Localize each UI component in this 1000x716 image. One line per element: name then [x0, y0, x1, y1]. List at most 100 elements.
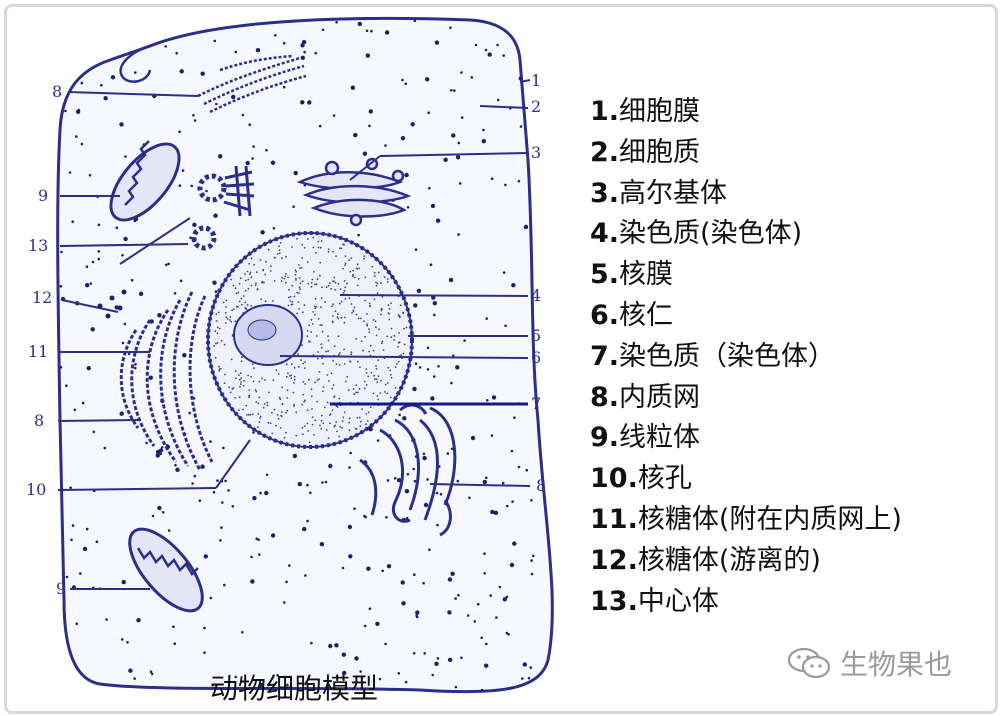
chromatin-dot — [331, 305, 333, 308]
chromatin-dot — [382, 349, 385, 351]
cytoplasm-dot — [159, 452, 162, 456]
chromatin-dot — [287, 304, 290, 307]
cytoplasm-dot — [179, 279, 183, 283]
chromatin-dot — [320, 343, 323, 345]
cytoplasm-dot — [219, 539, 222, 542]
cytoplasm-dot — [128, 668, 133, 673]
chromatin-dot — [290, 377, 293, 380]
chromatin-dot — [358, 416, 361, 419]
cytoplasm-dot — [90, 327, 95, 332]
cytoplasm-dot — [418, 366, 422, 369]
legend-item-10: 10.核孔 — [590, 463, 692, 495]
chromatin-dot — [366, 313, 368, 315]
chromatin-dot — [293, 378, 296, 381]
cytoplasm-dot — [309, 491, 312, 495]
cytoplasm-dot — [454, 685, 458, 689]
chromatin-dot — [340, 316, 343, 319]
cytoplasm-dot — [423, 502, 429, 508]
chromatin-dot — [376, 395, 379, 397]
cytoplasm-dot — [434, 40, 440, 45]
cytoplasm-dot — [447, 657, 453, 662]
cytoplasm-dot — [65, 575, 69, 579]
cytoplasm-dot — [450, 89, 453, 92]
cytoplasm-dot — [134, 363, 137, 366]
cytoplasm-dot — [165, 444, 169, 447]
chromatin-dot — [373, 298, 376, 301]
cytoplasm-dot — [542, 314, 546, 318]
chromatin-dot — [322, 386, 325, 388]
cytoplasm-dot — [396, 478, 402, 483]
chromatin-dot — [377, 271, 380, 274]
cytoplasm-dot — [430, 203, 436, 209]
chromatin-dot — [372, 319, 375, 321]
cytoplasm-dot — [353, 507, 356, 511]
cytoplasm-dot — [513, 416, 516, 420]
legend-item-7: 7.染色质（染色体） — [590, 340, 836, 372]
chromatin-dot — [293, 405, 295, 408]
chromatin-dot — [338, 352, 341, 355]
cytoplasm-dot — [530, 499, 533, 502]
callout-13: 13 — [28, 236, 48, 255]
chromatin-dot — [248, 263, 251, 265]
cytoplasm-dot — [354, 656, 359, 661]
cytoplasm-dot — [480, 688, 484, 692]
chromatin-dot — [329, 422, 331, 425]
cytoplasm-dot — [209, 440, 212, 443]
watermark-text: 生物果也 — [840, 648, 953, 681]
chromatin-dot — [247, 278, 250, 281]
cytoplasm-dot — [303, 50, 306, 54]
chromatin-dot — [315, 283, 318, 286]
legend-item-2: 2.细胞质 — [590, 136, 701, 168]
callout-3: 3 — [531, 143, 541, 162]
chromatin-dot — [338, 435, 340, 438]
chromatin-dot — [328, 282, 331, 285]
cytoplasm-dot — [506, 504, 509, 508]
chromatin-dot — [331, 409, 334, 412]
chromatin-dot — [284, 275, 287, 278]
cytoplasm-dot — [300, 55, 305, 60]
cytoplasm-dot — [350, 85, 355, 90]
chromatin-dot — [310, 281, 313, 284]
cytoplasm-dot — [498, 585, 502, 589]
chromatin-dot — [312, 236, 315, 239]
cytoplasm-dot — [79, 572, 82, 575]
cytoplasm-dot — [428, 548, 431, 551]
chromatin-dot — [215, 320, 218, 322]
cytoplasm-dot — [432, 301, 437, 306]
chromatin-dot — [364, 299, 366, 302]
chromatin-dot — [400, 354, 402, 357]
chromatin-dot — [355, 313, 358, 316]
chromatin-dot — [323, 406, 326, 409]
chromatin-dot — [380, 282, 382, 285]
cytoplasm-dot — [544, 188, 547, 191]
cytoplasm-dot — [510, 449, 514, 453]
cytoplasm-dot — [310, 641, 313, 645]
chromatin-dot — [343, 289, 346, 292]
cytoplasm-dot — [270, 533, 276, 538]
centrosome — [191, 165, 255, 251]
cytoplasm-dot — [443, 157, 448, 162]
chromatin-dot — [311, 278, 314, 281]
chromatin-dot — [366, 323, 368, 325]
cytoplasm-dot — [211, 683, 214, 687]
chromatin-dot — [261, 280, 264, 283]
chromatin-dot — [229, 391, 232, 394]
chromatin-dot — [348, 297, 351, 300]
cytoplasm-dot — [63, 680, 66, 683]
wechat-icon — [787, 647, 831, 679]
chromatin-dot — [313, 433, 315, 436]
cytoplasm-dot — [536, 682, 539, 685]
chromatin-dot — [239, 372, 242, 375]
cytoplasm-dot — [447, 577, 453, 582]
chromatin-dot — [317, 317, 320, 320]
chromatin-dot — [380, 313, 382, 316]
chromatin-dot — [352, 275, 354, 278]
chromatin-dot — [355, 338, 358, 340]
cytoplasm-dot — [321, 28, 325, 32]
chromatin-dot — [339, 288, 342, 290]
legend-item-4: 4.染色质(染色体) — [590, 218, 803, 250]
cytoplasm-dot — [167, 529, 171, 532]
cytoplasm-dot — [179, 69, 184, 74]
cytoplasm-dot — [85, 527, 89, 531]
chromatin-dot — [252, 380, 255, 383]
